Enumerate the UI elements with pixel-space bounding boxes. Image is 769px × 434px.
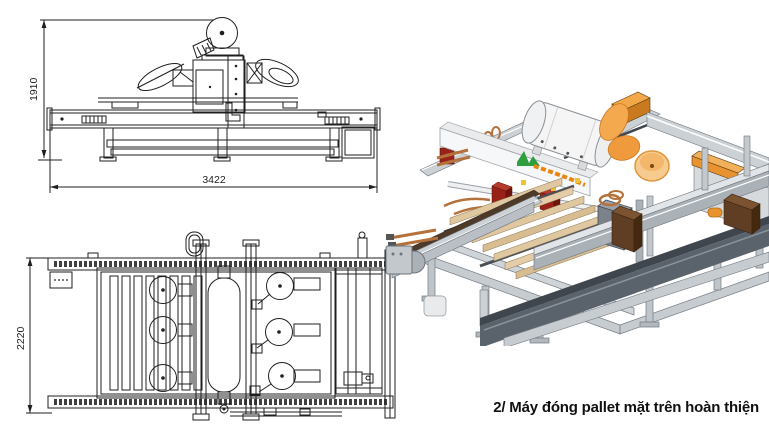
dimension-height-1910 bbox=[38, 19, 214, 161]
plan-right-frame bbox=[335, 231, 396, 419]
front-elevation-drawing: 1910 3422 bbox=[28, 17, 381, 193]
dim-height-label: 1910 bbox=[28, 77, 40, 101]
brand-text-orange bbox=[533, 164, 586, 187]
iso-gantry-banner bbox=[439, 121, 599, 197]
front-machine-table bbox=[46, 97, 381, 131]
conveyor-motor bbox=[385, 245, 413, 275]
slider-block-left bbox=[81, 115, 107, 124]
plan-machine-body bbox=[96, 267, 336, 399]
front-nailing-head bbox=[192, 17, 246, 129]
iso-render bbox=[385, 91, 769, 346]
front-control-box bbox=[341, 126, 375, 159]
plan-top-rail bbox=[47, 252, 394, 271]
iso-right-mid-rail bbox=[533, 135, 769, 271]
dim-depth-label: 2220 bbox=[15, 326, 27, 350]
iso-front-rail bbox=[423, 216, 769, 346]
copper-nozzle-1 bbox=[389, 228, 437, 240]
front-machine-legs bbox=[99, 127, 343, 162]
iso-brown-box-right bbox=[723, 193, 761, 235]
dimension-depth-2220 bbox=[26, 257, 52, 414]
orange-cylinder bbox=[707, 207, 723, 218]
iso-left-conveyor bbox=[385, 189, 543, 279]
plan-right-discs bbox=[249, 272, 321, 396]
slider-block-right bbox=[317, 111, 350, 125]
dim-width-label: 3422 bbox=[202, 174, 226, 186]
iso-brown-box-center bbox=[611, 205, 643, 253]
plan-left-discs bbox=[149, 276, 193, 392]
figure-caption: 2/ Máy đóng pallet mặt trên hoàn thiện bbox=[493, 399, 759, 416]
front-left-lever bbox=[136, 62, 194, 92]
plan-pallet-slats bbox=[109, 275, 203, 391]
rail-end-cap bbox=[423, 295, 447, 317]
front-right-lever bbox=[246, 58, 299, 88]
plan-left-sensor-box bbox=[49, 271, 73, 289]
iso-saw-disc bbox=[634, 150, 670, 182]
plan-air-tank bbox=[207, 265, 241, 414]
brand-logo-icon bbox=[517, 151, 540, 166]
copper-nozzle-2 bbox=[391, 236, 439, 248]
plan-bottom-rail bbox=[47, 395, 394, 417]
iso-orange-fans bbox=[599, 103, 641, 161]
plan-view-drawing: 2220 bbox=[15, 231, 396, 421]
